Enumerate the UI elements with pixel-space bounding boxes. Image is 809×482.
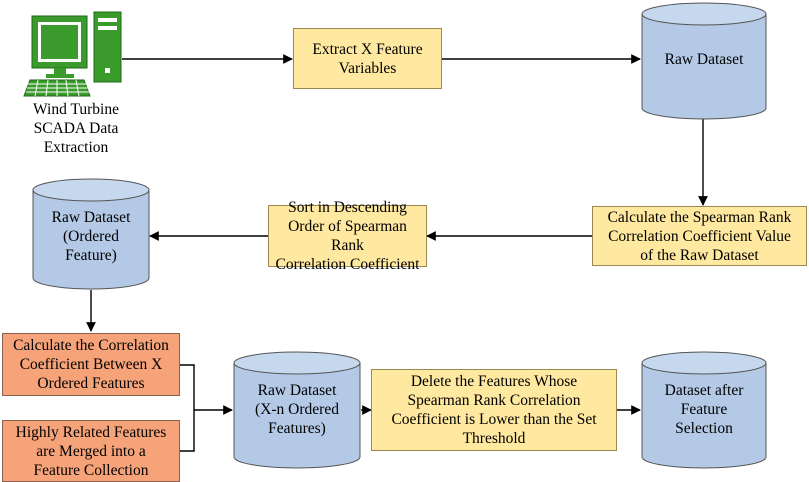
raw-dataset-ordered-label: Raw Dataset (Ordered Feature): [51, 209, 131, 264]
raw-dataset-cylinder: Raw Dataset: [641, 2, 767, 120]
sort-descending-box: Sort in Descending Order of Spearman Ran…: [268, 199, 427, 273]
raw-dataset-ordered-cylinder: Raw Dataset (Ordered Feature): [32, 178, 150, 290]
dataset-after-selection-label: Dataset after Feature Selection: [664, 382, 744, 437]
calculate-correlation-box: Calculate the Correlation Coefficient Be…: [2, 333, 180, 396]
calculate-spearman-box: Calculate the Spearman Rank Correlation …: [592, 206, 807, 266]
raw-dataset-label: Raw Dataset: [664, 51, 744, 68]
delete-features-box: Delete the Features Whose Spearman Rank …: [371, 369, 617, 451]
computer-icon: [22, 10, 126, 100]
merged-features-box: Highly Related Features are Merged into …: [2, 420, 180, 482]
merge-bracket: [180, 364, 195, 452]
raw-dataset-xn-label: Raw Dataset (X-n Ordered Features): [255, 382, 339, 437]
dataset-after-selection-cylinder: Dataset after Feature Selection: [641, 351, 767, 469]
extract-features-box: Extract X Feature Variables: [293, 28, 442, 89]
raw-dataset-xn-cylinder: Raw Dataset (X-n Ordered Features): [233, 351, 361, 469]
computer-label: Wind Turbine SCADA Data Extraction: [33, 101, 119, 156]
